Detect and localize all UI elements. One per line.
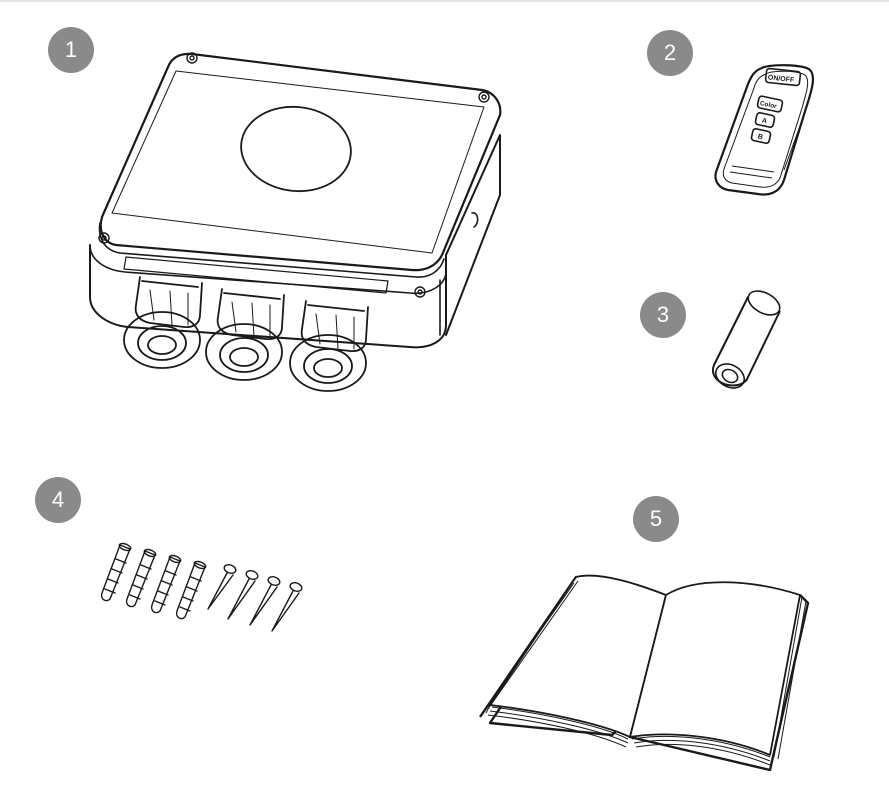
- manual-illustration: [470, 555, 810, 780]
- color-button: Color: [757, 96, 783, 113]
- item-number-3-badge: 3: [640, 292, 686, 338]
- item-number-4: 4: [51, 487, 65, 512]
- control-box-illustration: [80, 45, 520, 405]
- item-number-1-badge: 1: [48, 27, 94, 73]
- screws-and-plugs-illustration: [90, 535, 320, 635]
- wall-plug-2: [127, 548, 157, 606]
- wall-plug-3: [152, 554, 182, 612]
- item-number-2-badge: 2: [647, 30, 693, 76]
- item-number-1: 1: [64, 37, 78, 62]
- color-label: Color: [759, 100, 778, 110]
- wall-plug-4: [177, 560, 207, 618]
- battery-illustration: [700, 285, 790, 395]
- screw-2: [228, 569, 259, 619]
- screw-1: [208, 563, 237, 609]
- wall-plug-1: [102, 542, 132, 600]
- item-number-2: 2: [663, 40, 677, 65]
- item-number-5-badge: 5: [633, 496, 679, 542]
- b-button: B: [751, 128, 771, 143]
- b-label: B: [757, 133, 763, 141]
- top-rule: [0, 0, 889, 2]
- on-off-label: ON/OFF: [767, 74, 795, 84]
- remote-control-illustration: ON/OFF Color A B: [712, 60, 822, 200]
- screw-4: [272, 581, 303, 631]
- screw-3: [250, 575, 281, 625]
- item-number-5: 5: [649, 506, 663, 531]
- item-number-3: 3: [656, 302, 670, 327]
- a-button: A: [755, 112, 775, 127]
- on-off-button: ON/OFF: [765, 68, 800, 85]
- a-label: A: [761, 117, 767, 125]
- item-number-4-badge: 4: [35, 477, 81, 523]
